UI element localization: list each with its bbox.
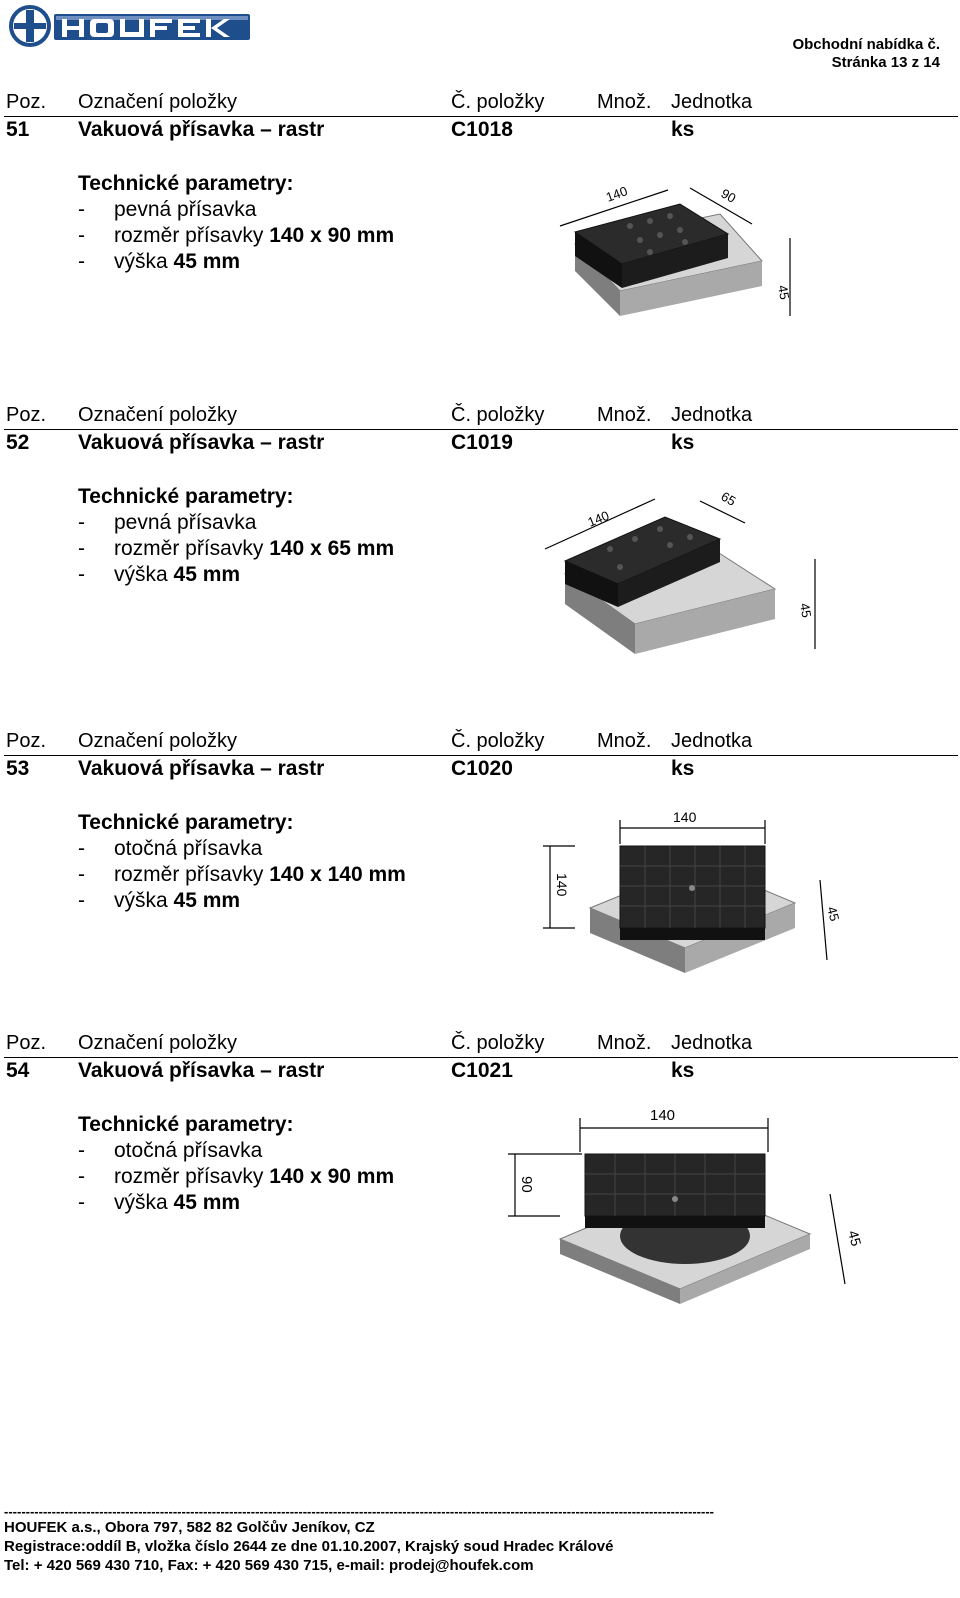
col-qty: Množ. <box>597 730 652 752</box>
item-section-54: Poz. Označení položky Č. položky Množ. J… <box>0 1032 960 1312</box>
header-rule <box>4 429 958 430</box>
dim-width: 65 <box>719 489 739 509</box>
header-rule <box>4 116 958 117</box>
col-unit: Jednotka <box>671 1032 753 1054</box>
column-header: Poz. Označení položky Č. položky Množ. J… <box>0 404 960 430</box>
company-contact: Tel: + 420 569 430 710, Fax: + 420 569 4… <box>4 1557 534 1574</box>
col-unit: Jednotka <box>671 404 753 426</box>
technical-params: Technické parametry: -pevná přísavka -ro… <box>78 484 394 588</box>
item-row: 52 Vakuová přísavka – rastr C1019 ks <box>0 431 960 459</box>
col-item-no: Č. položky <box>451 404 545 426</box>
item-name: Vakuová přísavka – rastr <box>78 1059 325 1082</box>
col-item-no: Č. položky <box>451 91 545 113</box>
dim-width: 140 <box>554 873 570 897</box>
dim-length: 140 <box>604 183 630 205</box>
param-size: -rozměr přísavky 140 x 90 mm <box>78 224 395 247</box>
dim-width: 90 <box>518 1176 535 1193</box>
item-unit: ks <box>671 431 695 454</box>
col-unit: Jednotka <box>671 91 753 113</box>
offer-label: Obchodní nabídka č. <box>792 36 940 53</box>
col-pos: Poz. <box>6 404 47 426</box>
col-name: Označení položky <box>78 1032 237 1054</box>
dim-length: 140 <box>673 809 697 825</box>
page-number: Stránka 13 z 14 <box>831 54 940 71</box>
col-unit: Jednotka <box>671 730 753 752</box>
params-title: Technické parametry: <box>78 485 294 508</box>
item-row: 54 Vakuová přísavka – rastr C1021 ks <box>0 1059 960 1087</box>
col-pos: Poz. <box>6 1032 47 1054</box>
param-height: -výška 45 mm <box>78 250 241 273</box>
item-unit: ks <box>671 757 695 780</box>
header-rule <box>4 755 958 756</box>
item-name: Vakuová přísavka – rastr <box>78 431 325 454</box>
param-type: -pevná přísavka <box>78 198 257 221</box>
param-height: -výška 45 mm <box>78 1191 241 1214</box>
item-unit: ks <box>671 118 695 141</box>
item-number: C1019 <box>451 431 513 454</box>
col-item-no: Č. položky <box>451 1032 545 1054</box>
item-section-52: Poz. Označení položky Č. položky Množ. J… <box>0 404 960 664</box>
col-name: Označení položky <box>78 404 237 426</box>
item-unit: ks <box>671 1059 695 1082</box>
col-qty: Množ. <box>597 404 652 426</box>
item-number: C1020 <box>451 757 513 780</box>
col-pos: Poz. <box>6 91 47 113</box>
col-name: Označení položky <box>78 91 237 113</box>
product-image-c1020: 140 140 45 <box>543 809 842 973</box>
item-pos: 54 <box>6 1059 30 1082</box>
col-item-no: Č. položky <box>451 730 545 752</box>
params-title: Technické parametry: <box>78 811 294 834</box>
param-type: -otočná přísavka <box>78 837 263 860</box>
product-image-c1021: 140 90 45 <box>508 1107 865 1304</box>
param-size: -rozměr přísavky 140 x 90 mm <box>78 1165 395 1188</box>
item-number: C1018 <box>451 118 513 141</box>
item-pos: 51 <box>6 118 30 141</box>
param-size: -rozměr přísavky 140 x 140 mm <box>78 863 406 886</box>
params-title: Technické parametry: <box>78 1113 294 1136</box>
dim-length: 140 <box>586 508 612 530</box>
dim-width: 90 <box>719 186 739 206</box>
technical-params: Technické parametry: -otočná přísavka -r… <box>78 1112 394 1216</box>
item-name: Vakuová přísavka – rastr <box>78 757 325 780</box>
header-rule <box>4 1057 958 1058</box>
item-row: 51 Vakuová přísavka – rastr C1018 ks <box>0 118 960 146</box>
item-number: C1021 <box>451 1059 513 1082</box>
col-qty: Množ. <box>597 91 652 113</box>
col-name: Označení položky <box>78 730 237 752</box>
dim-height: 45 <box>845 1229 865 1248</box>
item-name: Vakuová přísavka – rastr <box>78 118 325 141</box>
company-address: HOUFEK a.s., Obora 797, 582 82 Golčův Je… <box>4 1519 375 1536</box>
footer-separator: ----------------------------------------… <box>4 1506 714 1518</box>
param-type: -pevná přísavka <box>78 511 257 534</box>
company-registration: Registrace:oddíl B, vložka číslo 2644 ze… <box>4 1538 614 1555</box>
item-section-51: Poz. Označení položky Č. položky Množ. J… <box>0 91 960 331</box>
document-header-info: Obchodní nabídka č. Stránka 13 z 14 <box>792 36 940 72</box>
dim-height: 45 <box>797 602 814 619</box>
column-header: Poz. Označení položky Č. položky Množ. J… <box>0 1032 960 1058</box>
page-footer: ----------------------------------------… <box>4 1506 954 1575</box>
item-section-53: Poz. Označení položky Č. položky Množ. J… <box>0 730 960 980</box>
product-image-c1018: 140 90 45 <box>559 183 792 316</box>
technical-params: Technické parametry: -otočná přísavka -r… <box>78 810 406 914</box>
houfek-logo <box>6 4 254 48</box>
dim-height: 45 <box>824 905 842 923</box>
product-image-c1019: 140 65 45 <box>544 489 816 654</box>
column-header: Poz. Označení položky Č. položky Množ. J… <box>0 91 960 117</box>
dim-height: 45 <box>775 284 792 301</box>
params-title: Technické parametry: <box>78 172 294 195</box>
param-height: -výška 45 mm <box>78 563 241 586</box>
param-size: -rozměr přísavky 140 x 65 mm <box>78 537 395 560</box>
dim-length: 140 <box>650 1107 675 1124</box>
col-qty: Množ. <box>597 1032 652 1054</box>
item-row: 53 Vakuová přísavka – rastr C1020 ks <box>0 757 960 785</box>
technical-params: Technické parametry: -pevná přísavka -ro… <box>78 171 394 275</box>
item-pos: 53 <box>6 757 30 780</box>
column-header: Poz. Označení položky Č. položky Množ. J… <box>0 730 960 756</box>
col-pos: Poz. <box>6 730 47 752</box>
item-pos: 52 <box>6 431 30 454</box>
param-height: -výška 45 mm <box>78 889 241 912</box>
param-type: -otočná přísavka <box>78 1139 263 1162</box>
